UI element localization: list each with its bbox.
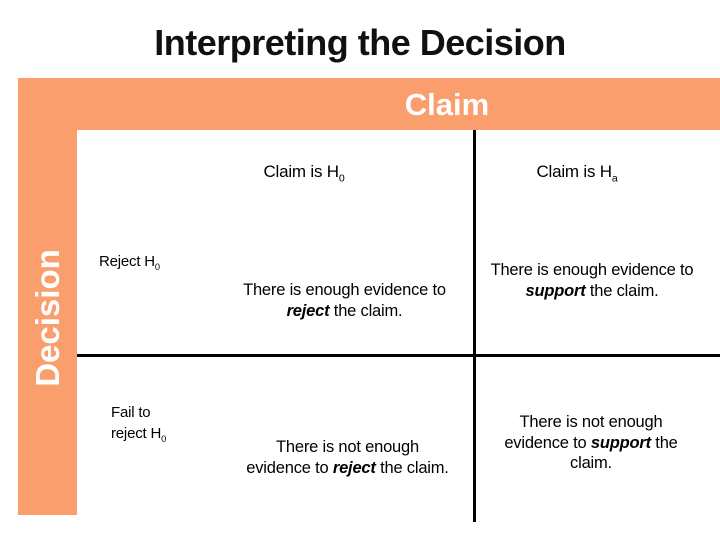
cell-fail-ha-line2-pre: evidence to	[504, 433, 591, 452]
cell-reject-ha-line1: There is enough evidence to	[490, 261, 694, 279]
cell-reject-ha-line2: support the claim.	[478, 281, 706, 302]
h0-subscript: 0	[338, 172, 345, 185]
cell-reject-h0: There is enough evidence to reject the c…	[222, 280, 467, 321]
ha-subscript: a	[611, 172, 618, 185]
cell-reject-h0-line1: There is enough evidence to	[243, 281, 446, 299]
cell-fail-ha-line2-post: the	[650, 433, 678, 452]
h0-subscript: 0	[161, 434, 167, 444]
decision-axis-bar	[18, 78, 77, 515]
column-header-claim-h0: Claim is H0	[204, 161, 404, 185]
row-header-fail-line2-text: reject H	[111, 425, 162, 442]
claim-axis-label: Claim	[404, 87, 490, 122]
emphasis-reject: reject	[332, 458, 376, 477]
cell-fail-h0-line2-pre: evidence to	[246, 458, 333, 477]
decision-axis-label: Decision	[29, 249, 66, 387]
cell-fail-h0-line1: There is not enough	[276, 438, 419, 456]
cell-fail-ha-line2: evidence to support the	[482, 433, 700, 454]
cell-fail-ha-line1: There is not enough	[519, 413, 663, 431]
emphasis-reject: reject	[286, 301, 330, 320]
column-header-claim-ha-text: Claim is H	[536, 162, 612, 181]
cell-reject-h0-line2-post: the claim.	[329, 301, 403, 320]
emphasis-support: support	[525, 281, 586, 300]
column-header-claim-ha: Claim is Ha	[477, 161, 677, 185]
slide-title: Interpreting the Decision	[154, 22, 566, 63]
row-header-reject-h0: Reject H0	[99, 251, 160, 272]
cell-fail-ha-line3: claim.	[570, 454, 612, 472]
row-header-reject-h0-text: Reject H	[99, 253, 155, 270]
cell-fail-h0-line2: evidence to reject the claim.	[225, 458, 470, 479]
h0-subscript: 0	[154, 262, 160, 272]
cell-fail-to-reject-ha: There is not enough evidence to support …	[482, 412, 700, 474]
column-divider-line	[473, 130, 476, 522]
cell-reject-ha: There is enough evidence to support the …	[478, 260, 706, 301]
cell-fail-h0-line2-post: the claim.	[375, 458, 449, 477]
cell-reject-h0-line2: reject the claim.	[222, 301, 467, 322]
emphasis-support: support	[590, 433, 651, 452]
row-header-fail-to-reject-h0: Fail to reject H0	[111, 402, 166, 444]
claim-axis-bar	[18, 78, 720, 130]
row-divider-line	[77, 354, 720, 357]
column-header-claim-h0-text: Claim is H	[263, 162, 339, 181]
row-header-fail-line2: reject H0	[111, 423, 166, 444]
cell-reject-ha-line2-post: the claim.	[585, 281, 659, 300]
cell-fail-to-reject-h0: There is not enough evidence to reject t…	[225, 437, 470, 478]
row-header-fail-line1: Fail to	[111, 404, 151, 421]
